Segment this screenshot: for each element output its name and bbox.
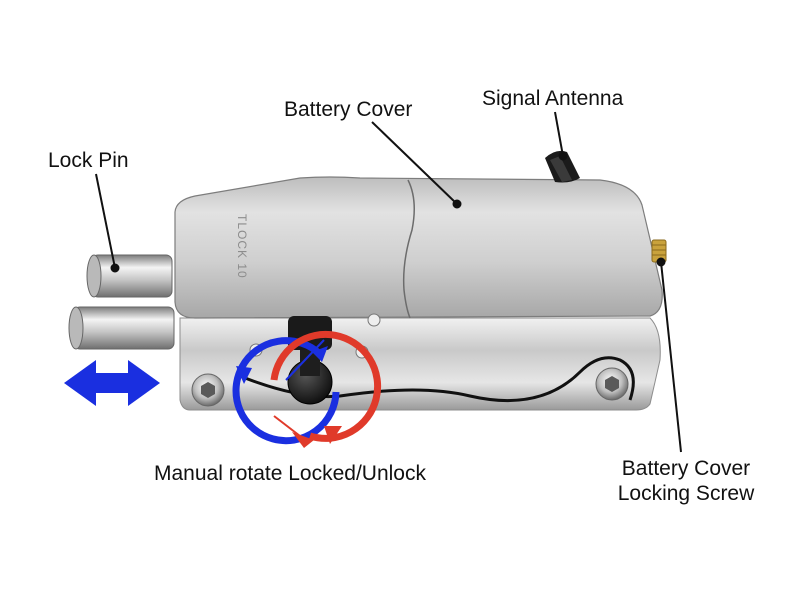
lock-pin-part: [68, 254, 175, 350]
rotate-arrow-blue: [232, 337, 340, 445]
slide-double-arrow: [64, 360, 160, 406]
label-screw-line1: Battery Cover: [621, 457, 751, 480]
label-lock-pin: Lock Pin: [48, 149, 129, 172]
label-screw-line2: Locking Screw: [617, 482, 755, 505]
leader-signal-antenna: [554, 111, 564, 157]
leader-locking-screw: [660, 261, 682, 453]
signal-antenna-part: [545, 150, 580, 183]
cover-seam: [402, 179, 415, 319]
rotate-arrow-red: [270, 330, 382, 448]
label-signal-antenna: Signal Antenna: [482, 87, 624, 110]
leader-battery-cover: [371, 121, 458, 205]
leader-lines: [95, 111, 682, 453]
label-battery-cover-locking-screw: Battery Cover Locking Screw: [600, 456, 772, 506]
device-engraving: TLOCK 10: [235, 214, 249, 279]
mount-screw-left: [191, 373, 225, 407]
battery-cover-locking-screw-part: [651, 239, 667, 263]
battery-cover-plate: [174, 176, 663, 319]
leader-lock-pin: [95, 173, 116, 269]
label-battery-cover: Battery Cover: [284, 98, 413, 121]
small-screw: [367, 313, 381, 327]
mount-screw-right: [595, 367, 629, 401]
label-manual-rotate: Manual rotate Locked/Unlock: [154, 462, 426, 485]
